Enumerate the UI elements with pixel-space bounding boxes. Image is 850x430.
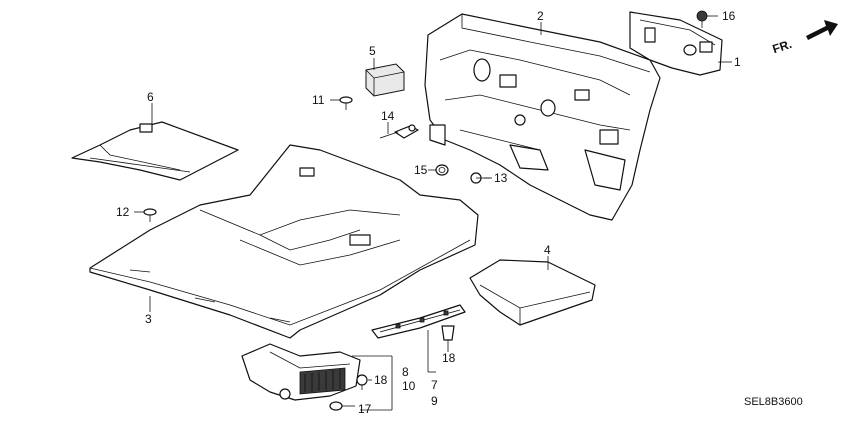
clip-12 (143, 208, 157, 222)
callout-5: 5 (369, 44, 376, 58)
rear-insulator (469, 259, 596, 326)
clip-17 (329, 401, 355, 411)
front-direction-indicator: FR. (771, 20, 838, 56)
grommet-15 (435, 164, 449, 176)
callout-14: 14 (381, 109, 395, 123)
console-bracket-8-10 (241, 343, 361, 401)
floor-carpet (89, 144, 479, 339)
clip-16 (696, 10, 708, 28)
direction-label: FR. (771, 37, 794, 56)
clip-18-right (441, 325, 455, 341)
dashboard-insulator (424, 13, 661, 221)
callout-6: 6 (147, 90, 154, 104)
front-arrow-icon (806, 20, 838, 40)
callout-2: 2 (537, 9, 544, 23)
drawing-code: SEL8B3600 (744, 396, 803, 408)
callout-16: 16 (722, 9, 736, 23)
leader-lines (134, 15, 732, 411)
side-insulator (71, 121, 239, 181)
trim-strip-7-9 (371, 304, 466, 339)
callout-1: 1 (734, 55, 741, 69)
callout-17: 17 (358, 402, 372, 416)
callout-12: 12 (116, 205, 130, 219)
callout-10: 10 (402, 379, 416, 393)
clip-11 (339, 96, 353, 110)
callout-9: 9 (431, 394, 438, 408)
pad-5 (365, 63, 405, 97)
callout-labels: 1 2 3 4 5 6 7 8 9 10 11 12 13 14 15 16 1… (116, 9, 741, 416)
callout-4: 4 (544, 243, 551, 257)
callout-18-right: 18 (442, 351, 456, 365)
upper-insulator (629, 11, 723, 76)
fastener-14 (379, 124, 419, 139)
callout-11: 11 (312, 93, 325, 107)
clip-18-left (356, 374, 368, 390)
callout-13: 13 (494, 171, 508, 185)
clip-13 (470, 172, 490, 184)
callout-8: 8 (402, 365, 409, 379)
callout-18-left: 18 (374, 373, 388, 387)
callout-3: 3 (145, 312, 152, 326)
callout-7: 7 (431, 378, 438, 392)
callout-15: 15 (414, 163, 428, 177)
